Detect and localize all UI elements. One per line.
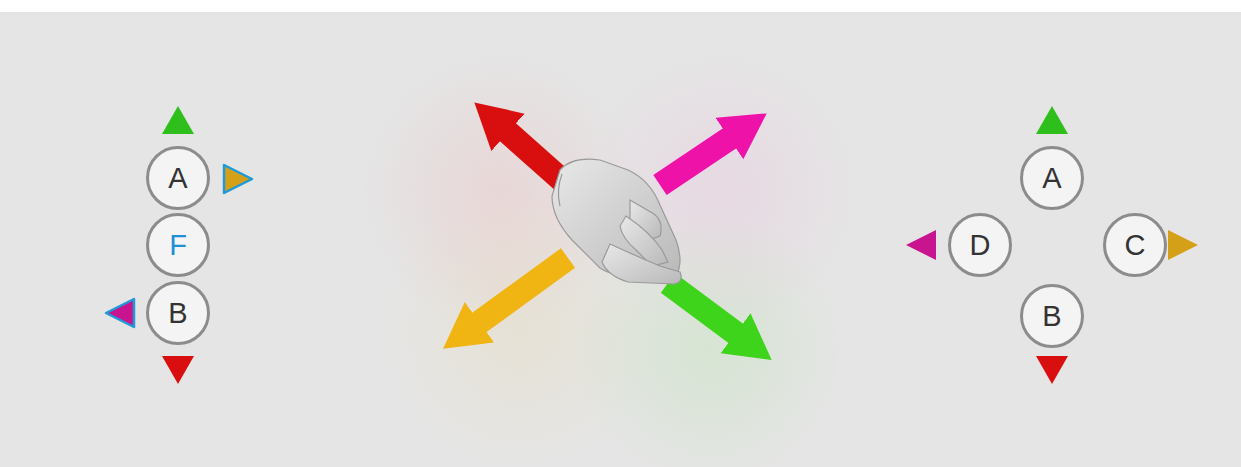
button-circle: F <box>146 213 210 277</box>
up-triangle <box>162 106 194 134</box>
button-label: C <box>1125 231 1146 260</box>
button-circle: C <box>1103 213 1167 277</box>
green-arrow <box>668 283 742 338</box>
button-label: B <box>1042 302 1061 331</box>
magenta-arrow <box>660 134 736 185</box>
red-arrow <box>502 127 565 183</box>
cuff-line <box>558 174 562 206</box>
button-label: A <box>1042 164 1061 193</box>
button-circle: A <box>1020 146 1084 210</box>
button-label: F <box>169 231 187 260</box>
button-label: D <box>970 231 991 260</box>
button-label: B <box>168 299 187 328</box>
top-strip <box>0 0 1241 12</box>
button-circle: A <box>146 146 210 210</box>
up-triangle <box>1036 106 1068 134</box>
right-triangle <box>224 165 252 193</box>
button-circle: D <box>948 213 1012 277</box>
hand <box>552 159 681 284</box>
down-triangle <box>1036 356 1068 384</box>
right-triangle <box>1168 230 1198 260</box>
button-circle: B <box>1020 284 1084 348</box>
down-triangle <box>162 356 194 384</box>
left-triangle <box>906 230 936 260</box>
button-label: A <box>168 164 187 193</box>
thumb <box>602 244 681 284</box>
yellow-arrow <box>473 258 568 327</box>
green-glow <box>570 210 850 467</box>
button-circle: B <box>146 281 210 345</box>
left-triangle <box>106 299 134 327</box>
